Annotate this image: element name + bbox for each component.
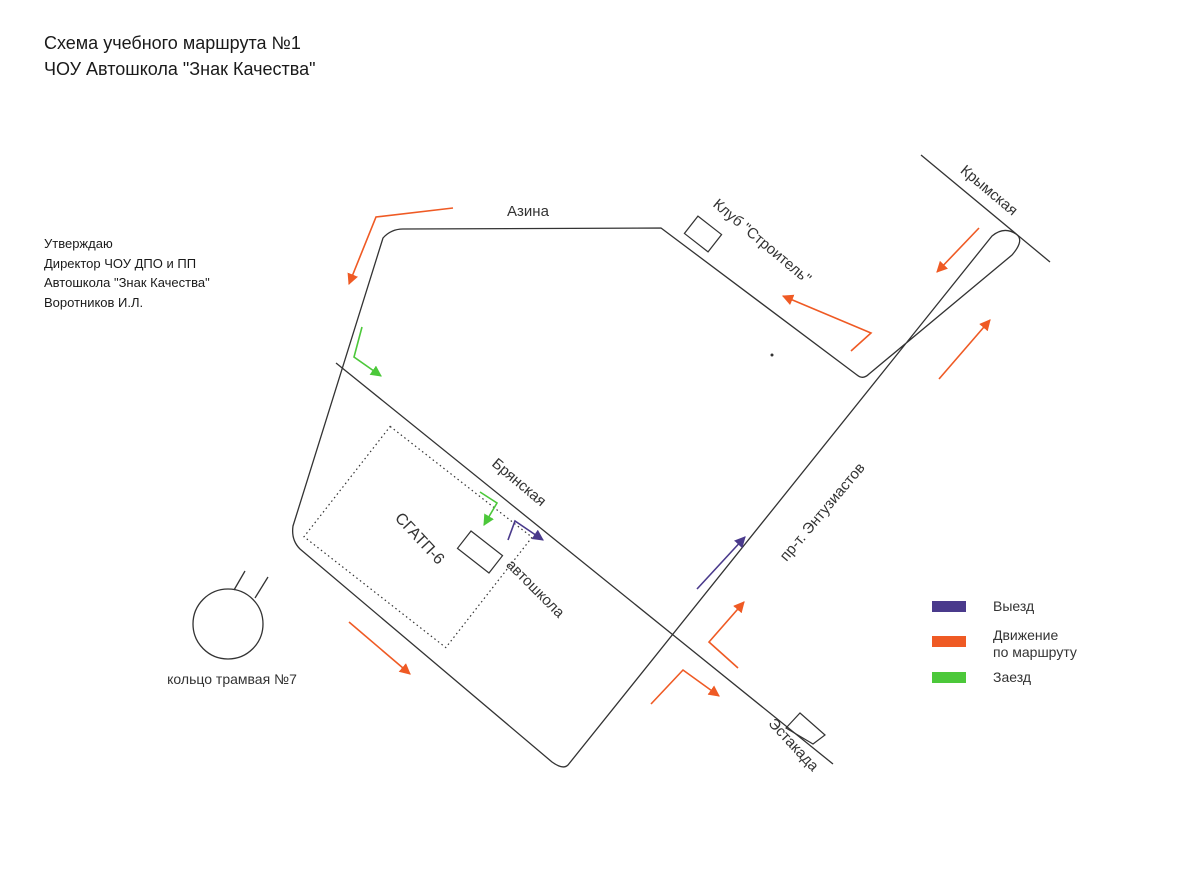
street-label-azina: Азина <box>507 203 550 220</box>
route-arrow-icon <box>938 319 991 380</box>
legend-route: Движение по маршруту <box>932 627 1077 661</box>
tram-spur-left <box>233 570 246 591</box>
legend-route-swatch <box>932 636 966 647</box>
legend-route-label-line-2: по маршруту <box>993 644 1077 660</box>
estakada-building <box>785 712 826 745</box>
legend-route-label: Движение по маршруту <box>993 627 1077 661</box>
route-arrow-icon <box>707 601 745 669</box>
approval-line-3: Автошкола "Знак Качества" <box>44 275 210 290</box>
legend-route-label-line-1: Движение <box>993 627 1059 643</box>
exit-arrows <box>507 519 746 590</box>
place-label-sgatp: СГАТП-6 <box>391 510 447 569</box>
title-line-1: Схема учебного маршрута №1 <box>44 33 301 53</box>
street-label-estakada: Эстакада <box>765 715 823 775</box>
buildings <box>303 215 826 745</box>
route-arrow-icon <box>781 294 873 352</box>
road-bryanskaya <box>335 362 834 765</box>
club-building <box>683 215 723 253</box>
place-label-club: Клуб "Строитель" <box>710 196 815 288</box>
legend-entry: Заезд <box>932 669 1031 686</box>
roads <box>192 154 1051 768</box>
route-arrows <box>347 207 991 705</box>
street-label-bryanskaya: Брянская <box>488 455 549 510</box>
exit-arrow-icon <box>696 536 746 590</box>
tram-ring <box>192 588 264 660</box>
map-dot <box>770 353 774 357</box>
page-title: Схема учебного маршрута №1 ЧОУ Автошкола… <box>44 30 316 82</box>
approval-line-1: Утверждаю <box>44 236 113 251</box>
route-arrow-icon <box>936 227 980 273</box>
legend-entry-label: Заезд <box>993 669 1032 685</box>
entry-arrow-icon <box>479 491 499 526</box>
title-line-2: ЧОУ Автошкола "Знак Качества" <box>44 59 316 79</box>
route-arrow-icon <box>650 668 720 705</box>
entry-arrow-icon <box>353 326 382 377</box>
place-label-autoschool: автошкола <box>503 556 568 621</box>
road-krymskaya <box>920 154 1051 263</box>
autoschool-building <box>456 530 504 574</box>
approval-block: Утверждаю Директор ЧОУ ДПО и ПП Автошкол… <box>44 234 210 312</box>
legend-exit-label: Выезд <box>993 598 1035 614</box>
approval-line-2: Директор ЧОУ ДПО и ПП <box>44 255 197 271</box>
entry-arrows <box>353 326 499 526</box>
tram-spur-right <box>254 576 269 599</box>
legend-exit-swatch <box>932 601 966 612</box>
street-label-entuziastov: пр-т. Энтузиастов <box>777 460 869 565</box>
place-label-tram-ring: кольцо трамвая №7 <box>167 671 297 687</box>
approval-line-4: Воротников И.Л. <box>44 294 144 310</box>
legend-entry-swatch <box>932 672 966 683</box>
legend-exit: Выезд <box>932 598 1034 615</box>
road-loop <box>292 227 1021 768</box>
route-arrow-icon <box>348 621 411 675</box>
route-arrow-icon <box>347 207 454 286</box>
exit-arrow-icon <box>507 519 544 541</box>
